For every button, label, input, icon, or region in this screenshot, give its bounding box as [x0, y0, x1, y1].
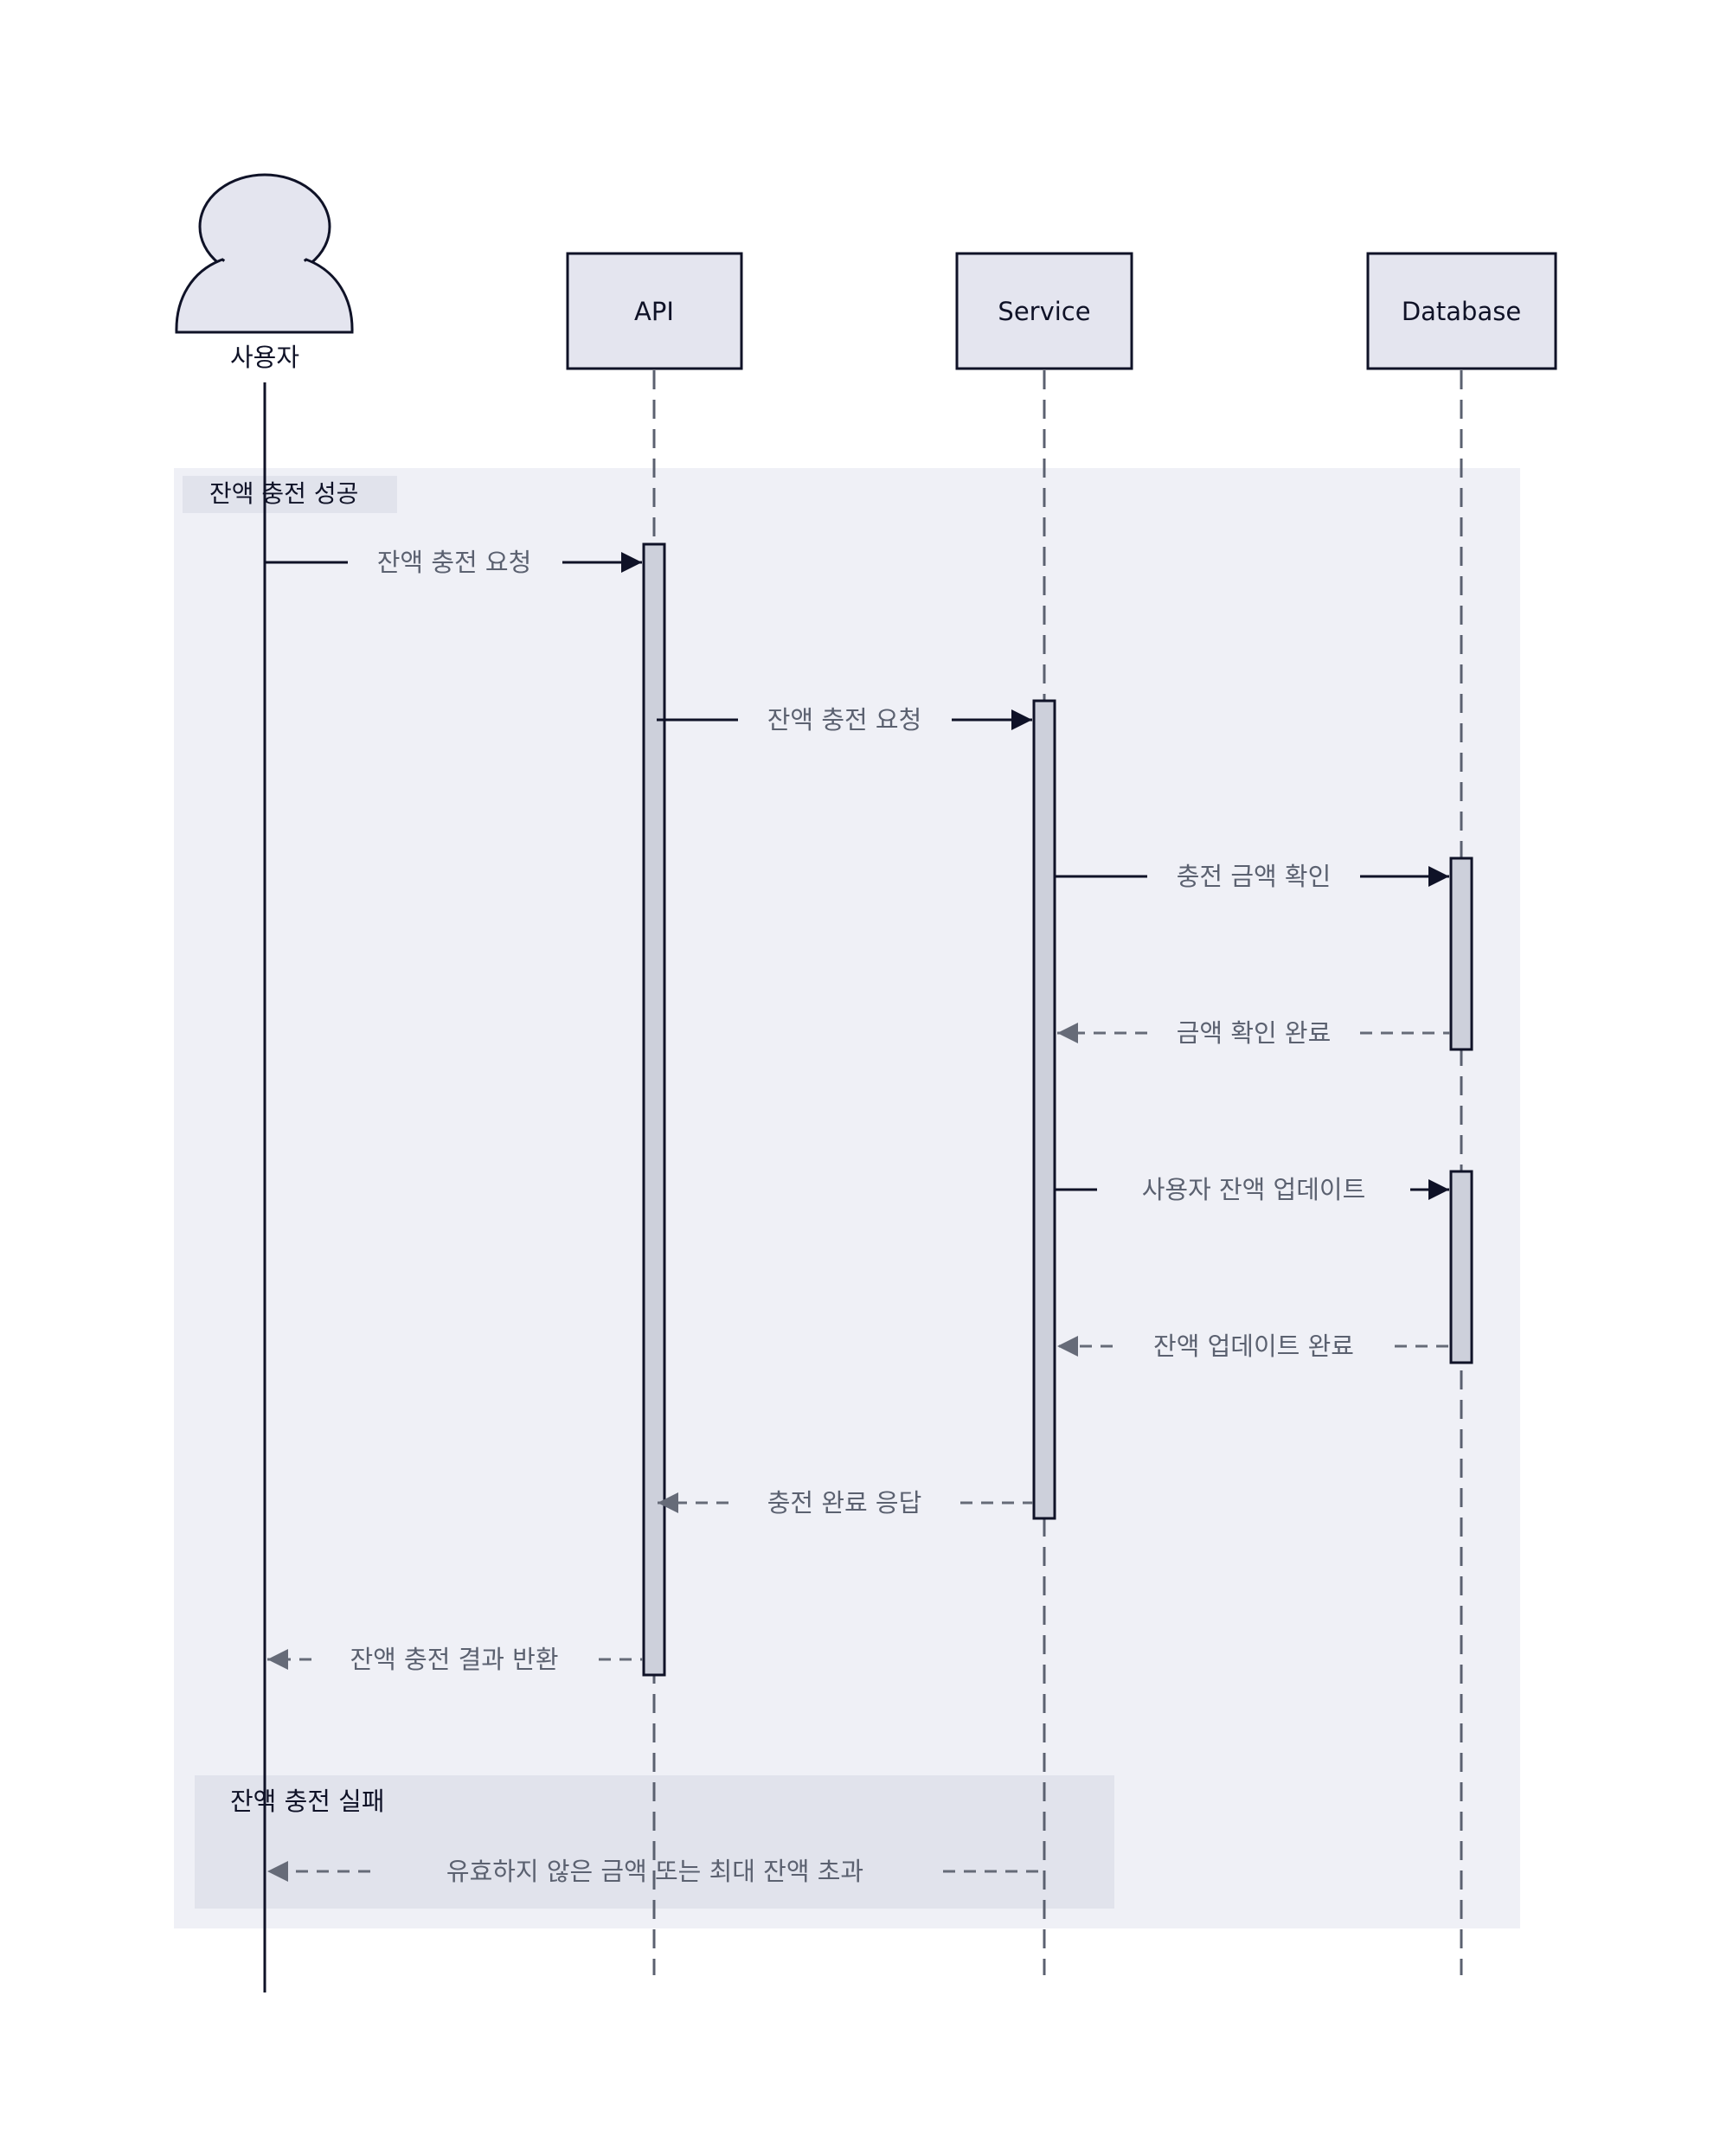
- message-3-label: 충전 금액 확인: [1177, 862, 1332, 891]
- activation-service: [1032, 699, 1056, 1520]
- participant-api-label: API: [634, 297, 674, 326]
- activation-api: [642, 542, 666, 1677]
- activation-database-2: [1449, 1170, 1473, 1364]
- message-2-label: 잔액 충전 요청: [767, 705, 922, 735]
- group-success-label-bg: [183, 476, 397, 513]
- message-9-label: 유효하지 않은 금액 또는 최대 잔액 초과: [446, 1857, 863, 1886]
- message-7-label: 충전 완료 응답: [767, 1488, 922, 1518]
- participant-database-box: [1366, 252, 1557, 370]
- message-4-label: 금액 확인 완료: [1177, 1018, 1332, 1048]
- participant-service-box: [955, 252, 1133, 370]
- user-actor-icon: [175, 173, 354, 334]
- message-8-label: 잔액 충전 결과 반환: [350, 1645, 558, 1674]
- actor-user-label: 사용자: [230, 343, 299, 372]
- group-success-label: 잔액 충전 성공: [209, 479, 358, 508]
- message-6-label: 잔액 업데이트 완료: [1153, 1331, 1354, 1361]
- message-5-label: 사용자 잔액 업데이트: [1142, 1175, 1366, 1204]
- group-failure-label: 잔액 충전 실패: [230, 1787, 385, 1816]
- participant-database-label: Database: [1402, 297, 1521, 326]
- participant-service-label: Service: [998, 297, 1090, 326]
- group-success: [174, 468, 1520, 1928]
- activation-database-1: [1449, 857, 1473, 1051]
- message-1-label: 잔액 충전 요청: [377, 548, 532, 577]
- participant-api-box: [566, 252, 743, 370]
